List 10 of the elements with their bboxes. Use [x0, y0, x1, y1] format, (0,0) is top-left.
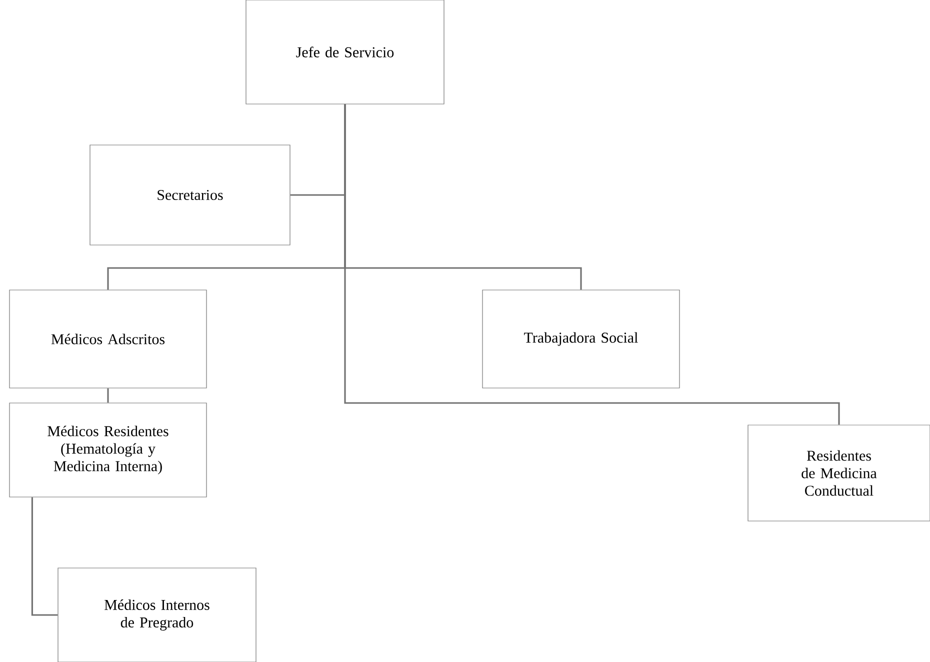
org-box: Jefe de Servicio [246, 0, 444, 104]
org-box: Médicos Internos de Pregrado [58, 568, 256, 662]
org-box: Residentes de Medicina Conductual [748, 424, 930, 522]
connector-line [107, 388, 109, 403]
org-box: Médicos Adscritos [9, 290, 207, 388]
org-box: Trabajadora Social [482, 290, 680, 388]
connector-line [344, 104, 840, 425]
connector-line [31, 497, 58, 616]
org-box: Médicos Residentes (Hematología y Medicina Interna) [9, 402, 207, 498]
org-box: Secretarios [90, 144, 290, 246]
